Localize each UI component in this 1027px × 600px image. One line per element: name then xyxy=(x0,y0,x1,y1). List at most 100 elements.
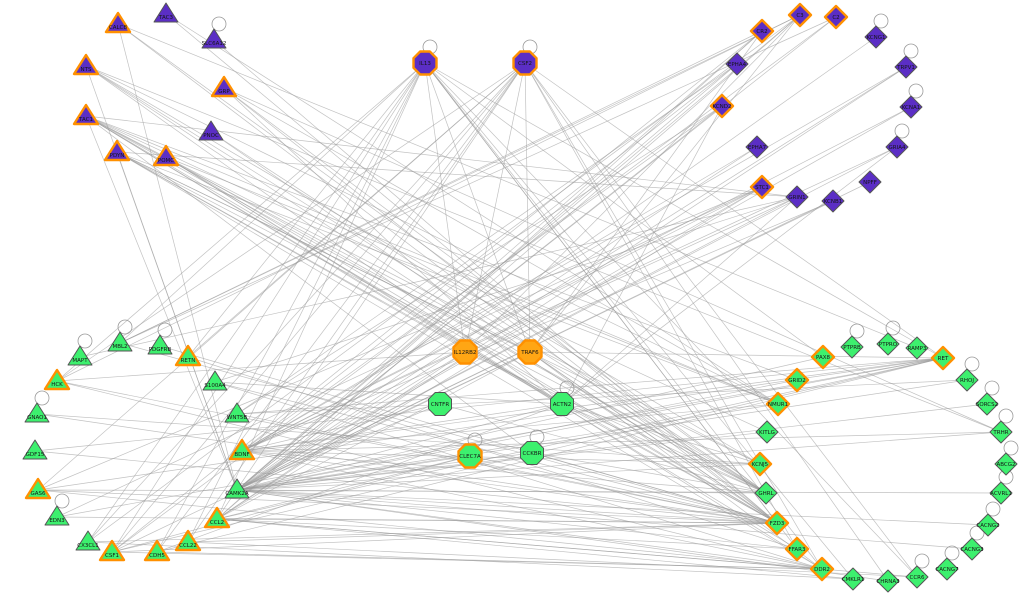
edge-C3-IL12RB2 xyxy=(464,14,801,353)
node-CR2[interactable] xyxy=(749,18,775,44)
node-PTPRB[interactable] xyxy=(840,335,864,359)
node-GHRL[interactable] xyxy=(754,481,778,505)
node-TRPV1[interactable] xyxy=(894,55,918,79)
self-loop-CCR6 xyxy=(914,553,930,569)
edge-CNTFR-GHRL xyxy=(439,403,767,494)
node-BDNF[interactable] xyxy=(228,438,256,461)
node-TAC1[interactable] xyxy=(72,103,100,126)
node-NMUR1[interactable] xyxy=(765,391,791,417)
edge-CSF2-DDR2 xyxy=(524,62,823,570)
edge-CCL22-CCR6 xyxy=(187,541,918,578)
node-GRID2[interactable] xyxy=(784,367,810,393)
node-PDGFRB[interactable] xyxy=(147,334,173,355)
edge-CSF2-CCR6 xyxy=(524,62,918,578)
node-RAMP3[interactable] xyxy=(905,336,929,360)
node-SLC6A12[interactable] xyxy=(201,28,227,49)
edge-TRPV1-CCL2 xyxy=(216,66,907,520)
edge-TAC1-KCNJ5 xyxy=(85,115,761,465)
edge-KCNG1-CAMK2A xyxy=(236,36,877,491)
node-KITLG[interactable] xyxy=(755,420,779,444)
node-KCNG1[interactable] xyxy=(864,25,888,49)
node-GRIN1[interactable] xyxy=(785,185,809,209)
node-FZD3[interactable] xyxy=(764,510,790,536)
edge-CSF2-IL12RB2 xyxy=(464,62,526,353)
edge-STC1-CAMK2A xyxy=(236,186,763,491)
edge-C2-MBL2 xyxy=(119,16,837,344)
self-loop-KCNG1 xyxy=(873,13,889,29)
node-GAS6[interactable] xyxy=(24,477,52,500)
edge-GNAO1-KCNJ5 xyxy=(36,413,761,465)
node-GNAO1[interactable] xyxy=(24,402,50,423)
node-ACTN2[interactable] xyxy=(550,392,574,416)
node-C2[interactable] xyxy=(823,4,849,30)
node-C3[interactable] xyxy=(787,2,813,28)
node-S100A4[interactable] xyxy=(202,370,228,391)
node-POMC[interactable] xyxy=(152,144,180,167)
edge-HCK-FZD3 xyxy=(56,380,778,524)
node-FFAR3[interactable] xyxy=(784,536,810,562)
node-CSF1[interactable] xyxy=(98,539,126,562)
edge-KCNA1-BDNF xyxy=(241,106,912,452)
node-IL12RB2[interactable] xyxy=(452,339,478,365)
node-GDF15[interactable] xyxy=(22,439,48,460)
node-KCNJ5[interactable] xyxy=(747,451,773,477)
node-NTS[interactable] xyxy=(72,53,100,76)
node-KCNA1[interactable] xyxy=(899,95,923,119)
node-PNOC[interactable] xyxy=(198,120,224,141)
node-CALCB[interactable] xyxy=(104,11,132,34)
node-PDYN[interactable] xyxy=(103,139,131,162)
node-RHOJ[interactable] xyxy=(955,368,979,392)
node-CCR6[interactable] xyxy=(905,565,929,589)
node-CAMK2A[interactable] xyxy=(224,478,250,499)
node-EPHA4[interactable] xyxy=(725,52,749,76)
node-CCL2[interactable] xyxy=(203,506,231,529)
self-loop-CACNG3 xyxy=(969,525,985,541)
edge-POMC-DDR2 xyxy=(165,156,823,570)
node-CACNG2[interactable] xyxy=(976,513,1000,537)
node-GRIA4[interactable] xyxy=(885,135,909,159)
edge-NPFF-CAMK2A xyxy=(236,181,871,491)
node-CNTFR[interactable] xyxy=(428,392,452,416)
node-EDN3[interactable] xyxy=(44,505,70,526)
node-CSF2[interactable] xyxy=(512,50,538,76)
node-RET[interactable] xyxy=(930,345,956,371)
node-WNT5B[interactable] xyxy=(224,402,250,423)
node-KCND2[interactable] xyxy=(709,93,735,119)
node-NPFF[interactable] xyxy=(858,170,882,194)
node-RETN[interactable] xyxy=(174,344,202,367)
node-PTPRO[interactable] xyxy=(876,332,900,356)
edge-TAC1-TRAF6 xyxy=(85,115,531,353)
node-MBL2[interactable] xyxy=(107,331,133,352)
node-TRAF6[interactable] xyxy=(517,339,543,365)
node-GRP[interactable] xyxy=(210,75,238,98)
node-CMKLR1[interactable] xyxy=(841,567,865,591)
edge-CAMK2A-NMUR1 xyxy=(236,403,779,491)
node-CDH5[interactable] xyxy=(143,539,171,562)
node-CCL22[interactable] xyxy=(174,529,202,552)
node-HCK[interactable] xyxy=(43,368,71,391)
node-TRHR[interactable] xyxy=(989,420,1013,444)
node-CACNG3[interactable] xyxy=(960,537,984,561)
node-KCNB1[interactable] xyxy=(821,189,845,213)
node-CCKBR[interactable] xyxy=(520,441,544,465)
node-ACVRL1[interactable] xyxy=(989,481,1013,505)
node-ABCG2[interactable] xyxy=(994,452,1018,476)
node-CLEC7A[interactable] xyxy=(457,443,483,469)
edge-TRPV1-CAMK2A xyxy=(236,66,907,491)
node-MAPT[interactable] xyxy=(67,345,93,366)
node-CACNG7[interactable] xyxy=(935,557,959,581)
node-TAC3[interactable] xyxy=(153,2,179,23)
node-DDR2[interactable] xyxy=(809,556,835,582)
node-CX3CL1[interactable] xyxy=(75,530,101,551)
node-SORCS2[interactable] xyxy=(975,392,999,416)
node-IL13[interactable] xyxy=(412,50,438,76)
node-PAX8[interactable] xyxy=(810,344,836,370)
edge-CAMK2A-TRHR xyxy=(236,431,1002,491)
node-STC1[interactable] xyxy=(749,174,775,200)
node-CHRNA3[interactable] xyxy=(876,569,900,593)
self-loop-ABCG2 xyxy=(1003,440,1019,456)
edge-CSF2-HCK xyxy=(56,62,526,382)
edge-CCKBR-GHRL xyxy=(531,452,767,494)
node-EPHA7[interactable] xyxy=(745,135,769,159)
